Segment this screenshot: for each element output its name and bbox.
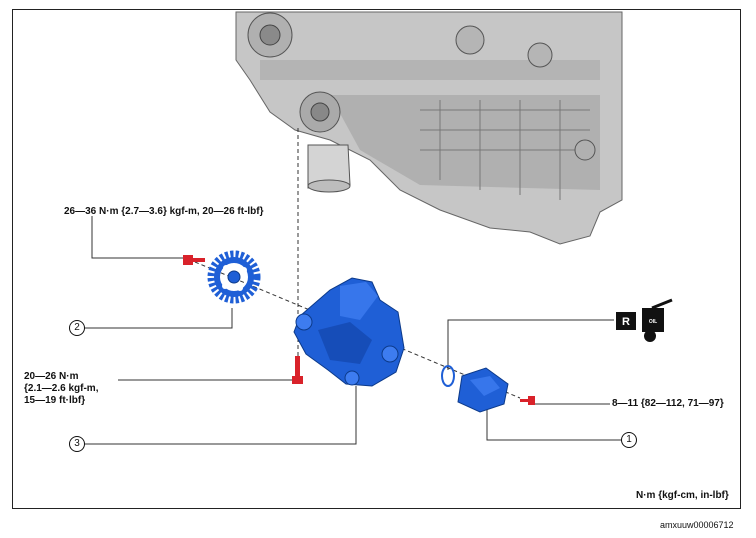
- pump-cover: [457, 367, 509, 413]
- image-code: amxuuw00006712: [660, 520, 734, 530]
- units-label: N·m {kgf-cm, in-lbf}: [636, 490, 729, 501]
- oil-pump: [293, 277, 405, 387]
- engine-block: [235, 11, 623, 245]
- symbol-oil-text: OIL: [649, 319, 657, 325]
- sprocket-bolt: [183, 255, 205, 265]
- sprocket: [207, 250, 261, 304]
- o-ring: [441, 365, 455, 387]
- cover-bolt: [520, 396, 535, 405]
- leader-lines: [84, 216, 630, 445]
- callout-2: 2: [69, 320, 85, 336]
- diagram-frame: [12, 9, 741, 509]
- torque-label-pump-bolt-line1: 20—26 N·m: [24, 371, 79, 382]
- callout-1: 1: [621, 432, 637, 448]
- torque-label-pump-bolt-line3: 15—19 ft·lbf}: [24, 395, 86, 406]
- symbol-letter: R: [622, 316, 630, 328]
- callout-3: 3: [69, 436, 85, 452]
- pump-bolt: [292, 356, 303, 384]
- oil-symbol: [616, 298, 673, 342]
- torque-label-pump-bolt-line2: {2.1—2.6 kgf-m,: [24, 383, 99, 394]
- torque-label-cover-bolt: 8—11 {82—112, 71—97}: [612, 398, 724, 409]
- torque-label-sprocket-bolt: 26—36 N·m {2.7—3.6} kgf-m, 20—26 ft-lbf}: [64, 206, 264, 217]
